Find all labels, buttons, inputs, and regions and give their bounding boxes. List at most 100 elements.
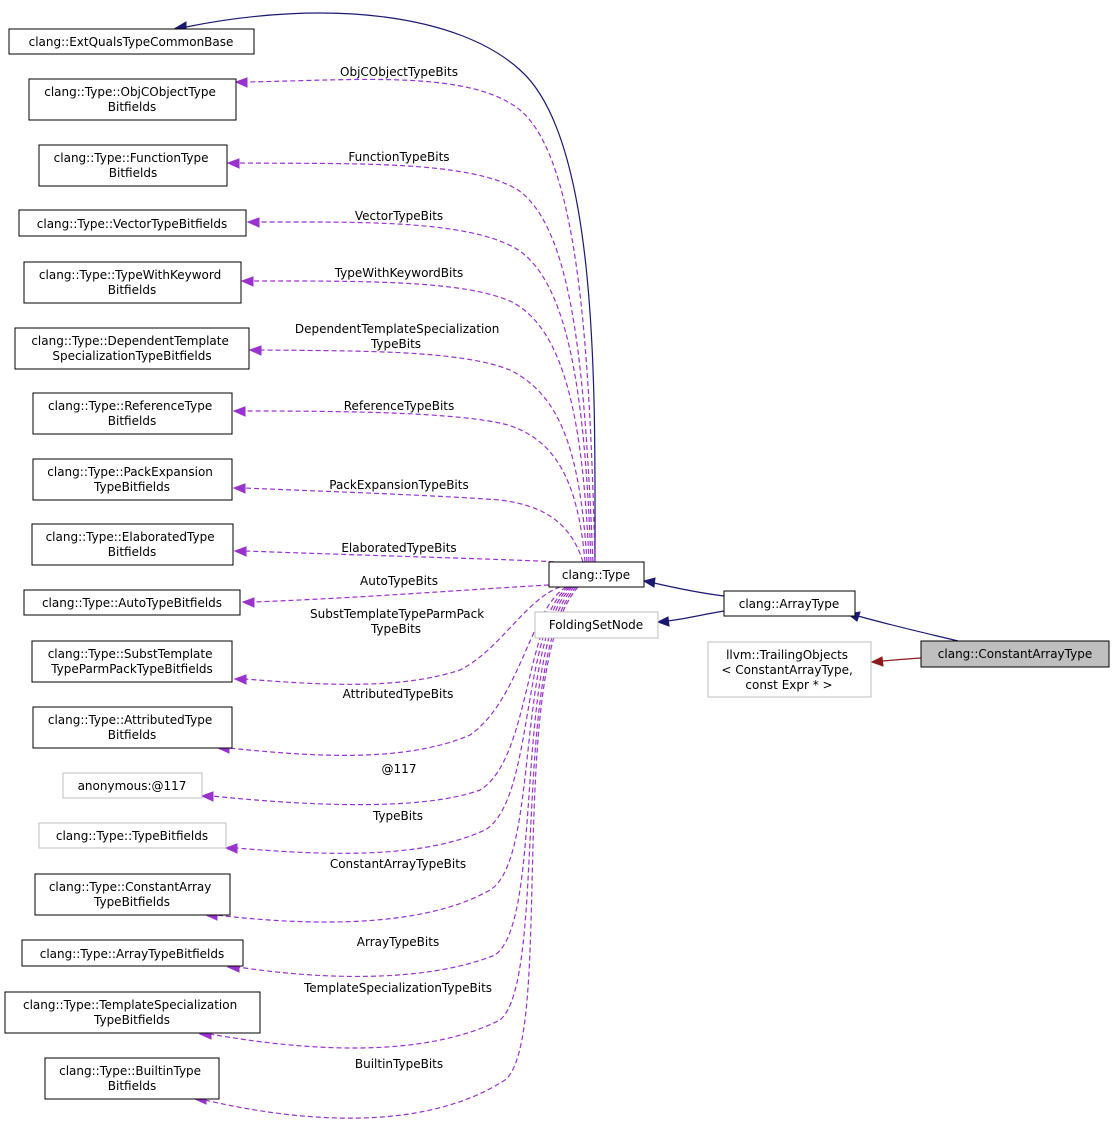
node-vector-type-bitfields[interactable]: clang::Type::VectorTypeBitfields: [18, 209, 247, 237]
edge-label-reference: ReferenceTypeBits: [344, 399, 455, 413]
node-builtin-type-bitfields[interactable]: clang::Type::BuiltinType Bitfields: [44, 1057, 220, 1100]
edge-label-array-type-bf: ArrayTypeBits: [357, 935, 439, 949]
edge-label-elaborated: ElaboratedTypeBits: [341, 541, 456, 555]
arrowhead-vector: [246, 217, 260, 228]
node-elaborated-type-bitfields[interactable]: clang::Type::ElaboratedType Bitfields: [31, 523, 234, 566]
edge-array-type-bf: [237, 586, 575, 978]
arrowhead-objc: [234, 77, 248, 88]
arrowhead-type: [642, 577, 656, 588]
node-reference-type-bitfields[interactable]: clang::Type::ReferenceType Bitfields: [32, 392, 233, 435]
node-type-with-keyword-bitfields[interactable]: clang::Type::TypeWithKeyword Bitfields: [23, 261, 242, 304]
node-clang-type[interactable]: clang::Type: [548, 561, 645, 588]
edge-function: [237, 162, 594, 563]
node-ext-quals-type-common-base[interactable]: clang::ExtQualsTypeCommonBase: [8, 28, 255, 55]
node-dependent-template-specialization-bitfields[interactable]: clang::Type::DependentTemplate Specializ…: [14, 327, 250, 370]
edge-type-with-keyword: [251, 280, 590, 563]
svg-text:clang::Type::TypeBitfields: clang::Type::TypeBitfields: [56, 829, 208, 843]
svg-text:clang::Type::FunctionType: clang::Type::FunctionType Bitfields: [54, 151, 213, 180]
edge-label-auto: AutoTypeBits: [360, 574, 438, 588]
edge-label-attributed: AttributedTypeBits: [343, 687, 454, 701]
edge-label-template-spec: TemplateSpecializationTypeBits: [303, 981, 492, 995]
arrowhead-subst-template: [233, 674, 247, 685]
arrowhead-type-bitfields: [224, 843, 238, 854]
edge-inherit-type: [653, 582, 725, 597]
svg-text:clang::ExtQualsTypeCommonBase: clang::ExtQualsTypeCommonBase: [29, 35, 234, 49]
arrowhead-function: [226, 158, 240, 169]
edge-label-vector: VectorTypeBits: [355, 209, 443, 223]
node-attributed-type-bitfields[interactable]: clang::Type::AttributedType Bitfields: [32, 706, 233, 749]
nodes-layer: clang::ExtQualsTypeCommonBase clang::Typ…: [4, 28, 1110, 1100]
node-subst-template-type-parm-pack-bitfields[interactable]: clang::Type::SubstTemplate TypeParmPackT…: [31, 640, 233, 683]
edge-reference: [243, 410, 586, 563]
svg-text:clang::Type::BuiltinType: clang::Type::BuiltinType Bitfields: [59, 1064, 205, 1093]
node-clang-constant-array-type[interactable]: clang::ConstantArrayType: [920, 640, 1110, 668]
arrowhead-folding: [656, 616, 670, 627]
edge-label-constant-array-bf: ConstantArrayTypeBits: [330, 857, 466, 871]
arrowhead-reference: [232, 406, 246, 417]
node-clang-array-type[interactable]: clang::ArrayType: [723, 590, 856, 617]
edge-label-anonymous: @117: [382, 762, 417, 776]
svg-text:clang::Type::ReferenceType: clang::Type::ReferenceType Bitfields: [48, 399, 216, 428]
node-array-type-bitfields[interactable]: clang::Type::ArrayTypeBitfields: [21, 939, 244, 967]
edge-objc: [245, 78, 596, 563]
node-type-bitfields[interactable]: clang::Type::TypeBitfields: [38, 822, 227, 849]
svg-text:clang::Type::AttributedType: clang::Type::AttributedType Bitfields: [48, 713, 216, 742]
edge-label-subst-template: SubstTemplateTypeParmPack TypeBits: [310, 607, 488, 636]
edge-label-objc: ObjCObjectTypeBits: [340, 65, 458, 79]
svg-text:clang::Type::VectorTypeBitfiel: clang::Type::VectorTypeBitfields: [37, 217, 227, 231]
svg-text:FoldingSetNode: FoldingSetNode: [549, 618, 643, 632]
svg-text:clang::Type::PackExpansion: clang::Type::PackExpansion TypeBitfields: [47, 465, 216, 494]
node-pack-expansion-type-bitfields[interactable]: clang::Type::PackExpansion TypeBitfields: [32, 458, 233, 501]
arrowhead-type-with-keyword: [240, 276, 254, 287]
svg-text:anonymous:@117: anonymous:@117: [78, 779, 187, 793]
node-llvm-trailing-objects[interactable]: llvm::TrailingObjects < ConstantArrayTyp…: [707, 641, 872, 698]
svg-text:clang::Type::ElaboratedType: clang::Type::ElaboratedType Bitfields: [46, 530, 219, 559]
svg-text:clang::Type::SubstTemplate: clang::Type::SubstTemplate TypeParmPackT…: [48, 647, 217, 676]
svg-text:clang::Type::AutoTypeBitfields: clang::Type::AutoTypeBitfields: [42, 596, 222, 610]
svg-text:clang::ArrayType: clang::ArrayType: [739, 597, 839, 611]
svg-text:llvm::TrailingObjects: llvm::TrailingObjects < ConstantArrayTyp…: [721, 648, 856, 692]
svg-text:clang::Type: clang::Type: [562, 568, 630, 582]
edge-inherit-array-type: [857, 615, 959, 642]
edge-elaborated: [244, 550, 571, 564]
edge-template-spec: [209, 586, 577, 1049]
arrowhead-dependent-template: [248, 345, 262, 356]
edge-label-pack-expansion: PackExpansionTypeBits: [329, 478, 468, 492]
node-objc-object-type-bitfields[interactable]: clang::Type::ObjCObjectType Bitfields: [28, 78, 237, 121]
svg-text:clang::ConstantArrayType: clang::ConstantArrayType: [938, 647, 1092, 661]
edge-label-function: FunctionTypeBits: [348, 150, 449, 164]
edge-label-type-bitfields: TypeBits: [372, 809, 423, 823]
arrowhead-auto: [241, 597, 255, 608]
edges-layer: [172, 12, 959, 1119]
edge-dependent-template: [259, 349, 588, 563]
svg-text:clang::Type::TemplateSpecializ: clang::Type::TemplateSpecialization Type…: [23, 998, 241, 1027]
edge-vector: [257, 221, 592, 563]
edge-label-dependent-template: DependentTemplateSpecialization TypeBits: [295, 322, 503, 351]
edge-subst-template: [244, 586, 561, 685]
arrowhead-elaborated: [233, 546, 247, 557]
arrowhead-pack-expansion: [232, 483, 246, 494]
edge-inherit-trailing: [881, 657, 922, 662]
arrowhead-trailing: [870, 656, 884, 667]
edge-label-builtin: BuiltinTypeBits: [355, 1057, 443, 1071]
node-constant-array-type-bitfields[interactable]: clang::Type::ConstantArray TypeBitfields: [34, 873, 231, 916]
node-function-type-bitfields[interactable]: clang::Type::FunctionType Bitfields: [38, 144, 228, 187]
edge-pack-expansion: [243, 487, 584, 563]
svg-text:clang::Type::ArrayTypeBitfield: clang::Type::ArrayTypeBitfields: [40, 947, 225, 961]
node-folding-set-node[interactable]: FoldingSetNode: [534, 611, 659, 639]
edge-builtin: [204, 586, 579, 1119]
edge-auto: [252, 584, 550, 603]
edge-inherit-extquals: [185, 12, 596, 563]
edge-inherit-folding: [667, 610, 725, 622]
svg-text:clang::Type::ObjCObjectType: clang::Type::ObjCObjectType Bitfields: [44, 85, 220, 114]
node-template-specialization-type-bitfields[interactable]: clang::Type::TemplateSpecialization Type…: [4, 991, 261, 1034]
edge-anonymous: [211, 586, 569, 806]
node-auto-type-bitfields[interactable]: clang::Type::AutoTypeBitfields: [23, 589, 241, 616]
edge-type-bitfields: [235, 586, 571, 854]
arrowhead-anonymous: [200, 791, 214, 802]
node-anonymous-117[interactable]: anonymous:@117: [62, 772, 203, 799]
svg-text:clang::Type::TypeWithKeyword: clang::Type::TypeWithKeyword Bitfields: [39, 268, 225, 297]
edge-labels-layer: ObjCObjectTypeBits FunctionTypeBits Vect…: [295, 65, 503, 1071]
svg-text:clang::Type::DependentTemplate: clang::Type::DependentTemplate Specializ…: [31, 334, 232, 363]
